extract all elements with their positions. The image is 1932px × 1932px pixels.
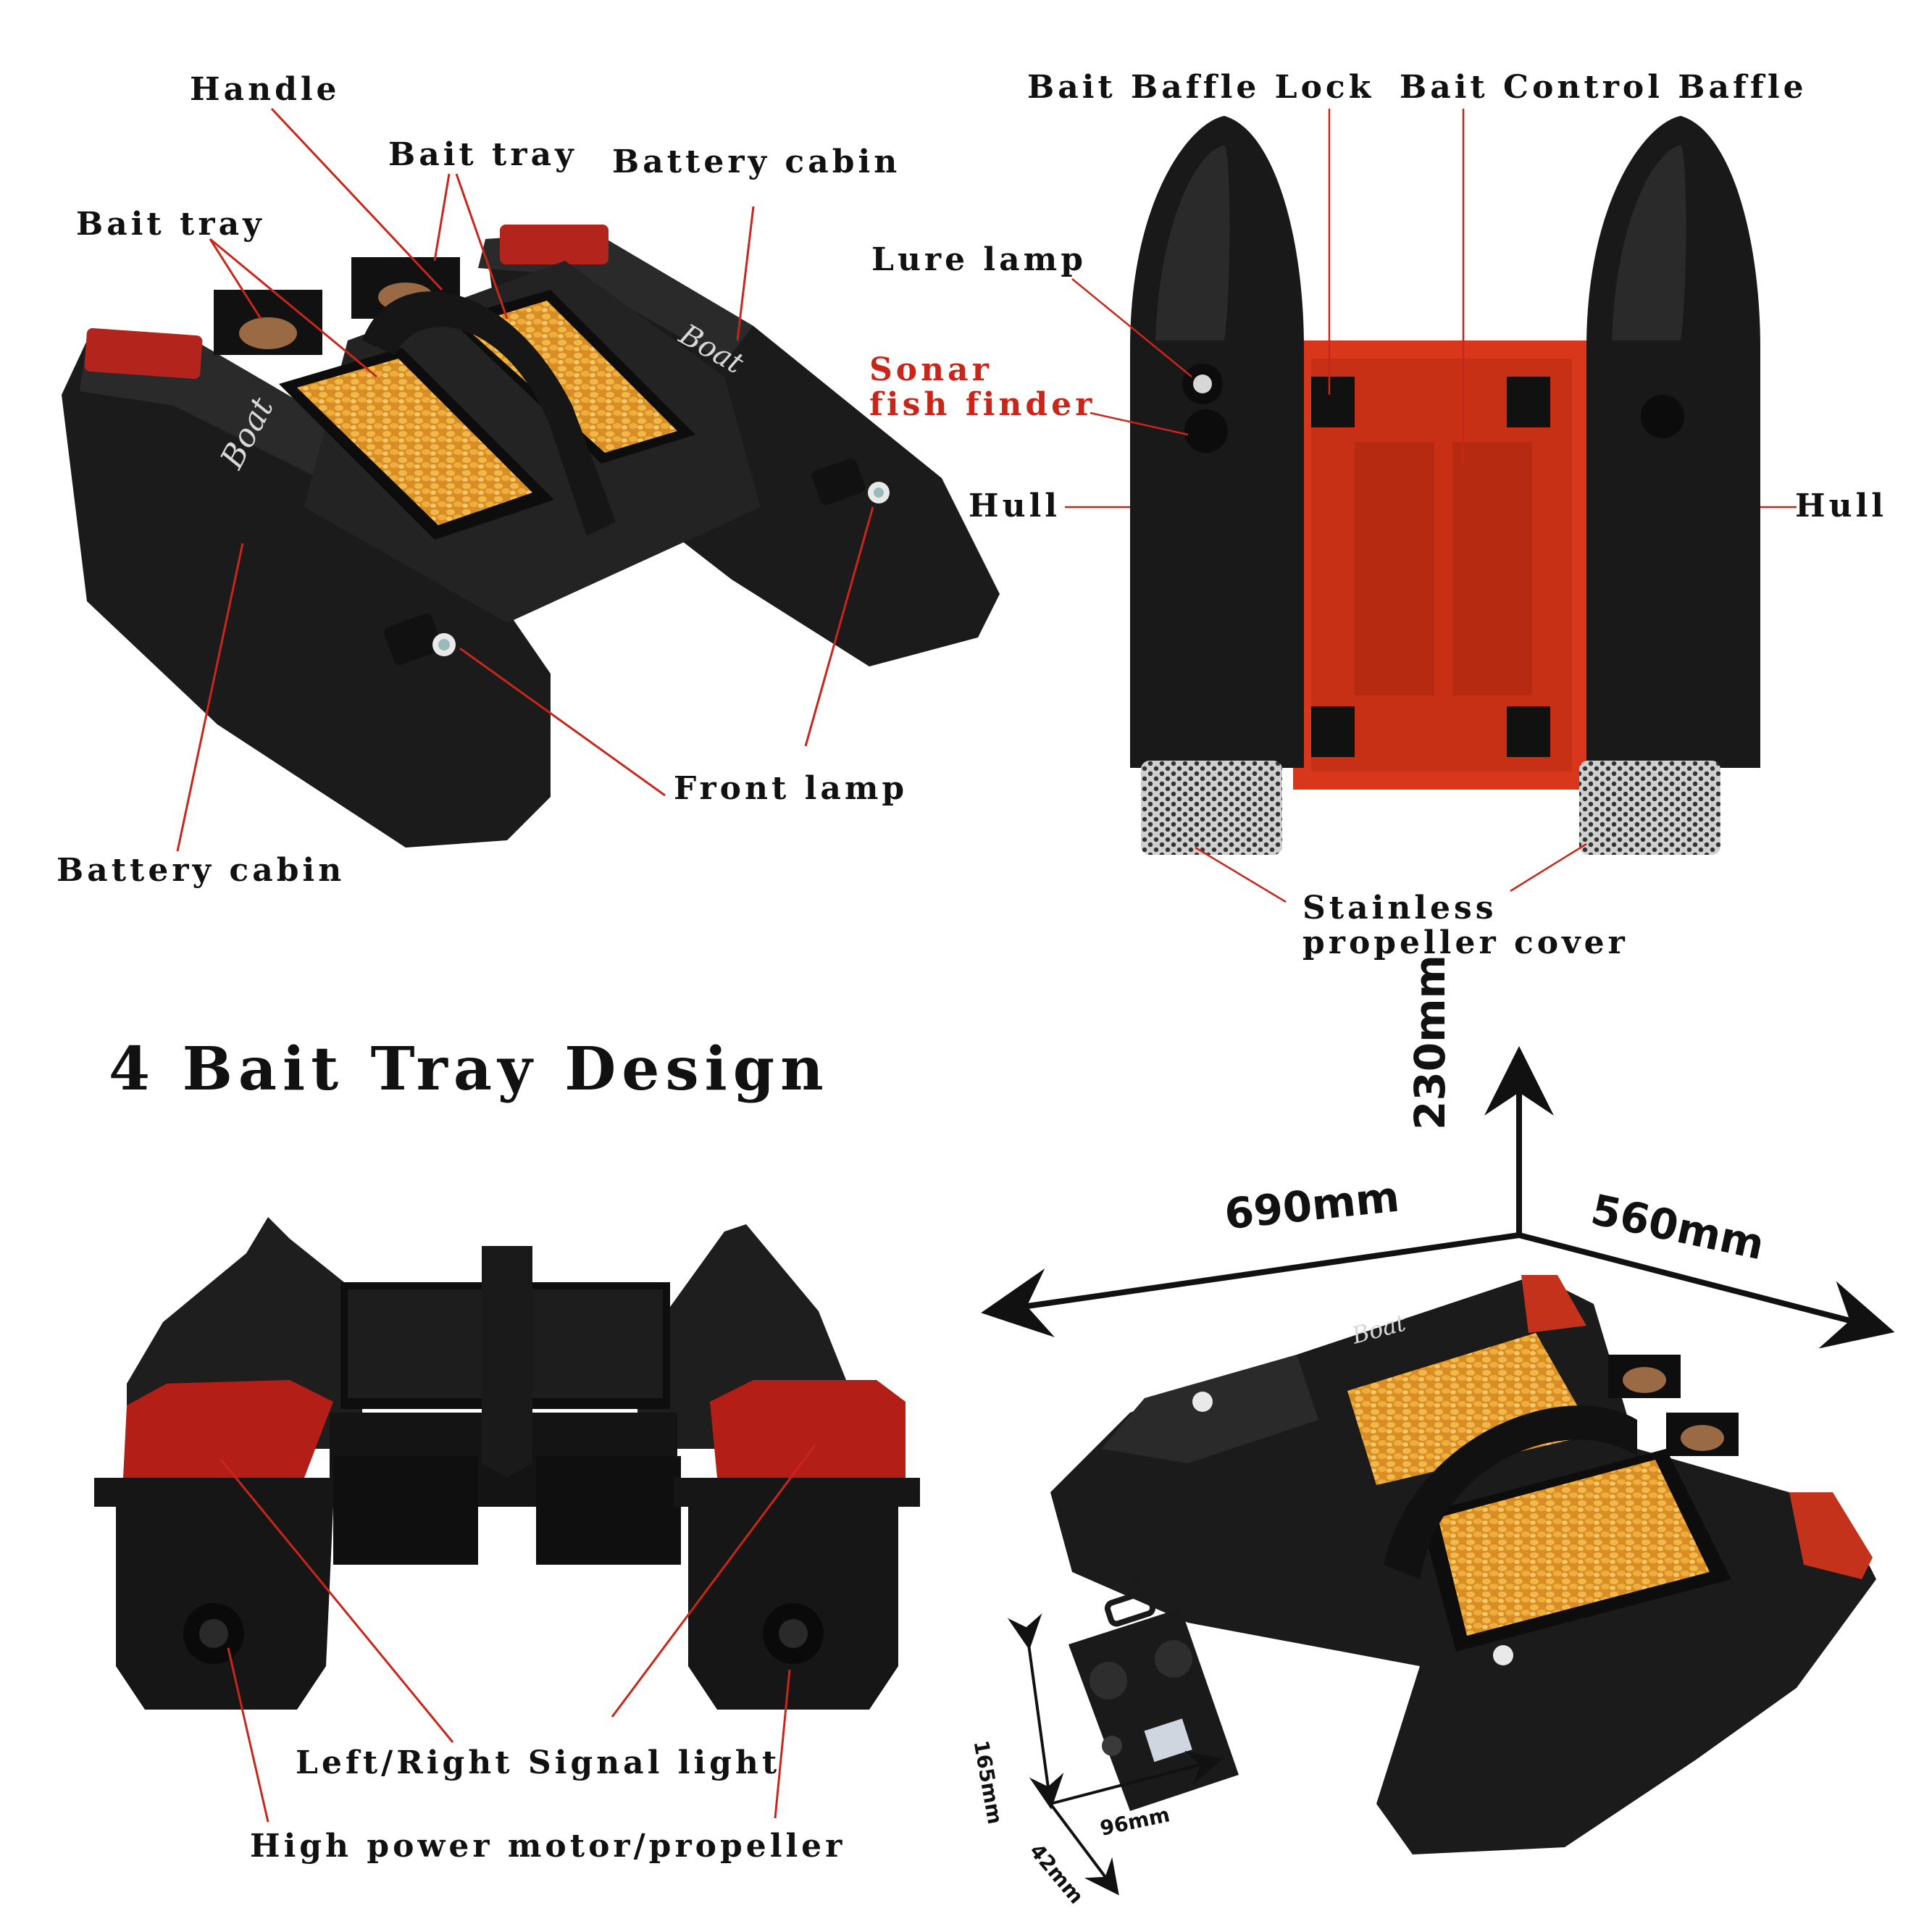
label-handle: Handle	[190, 71, 340, 108]
label-sonar-line1: Sonar	[869, 351, 992, 388]
label-stainless-line2: propeller cover	[1302, 924, 1628, 961]
bottom-left-leader-lines	[219, 1444, 816, 1823]
top-right-leader-lines	[1065, 109, 1797, 903]
top-right-boat	[1130, 116, 1760, 855]
bottom-right-boat: Boat	[1050, 1275, 1876, 1854]
label-sonar-line2: fish finder	[869, 386, 1096, 423]
heading-4-bait-tray: 4 Bait Tray Design	[109, 1034, 829, 1104]
top-left-leader-lines	[176, 107, 874, 852]
label-hull-left: Hull	[969, 488, 1061, 524]
label-battery-cabin-top: Battery cabin	[612, 143, 901, 180]
label-lure-lamp: Lure lamp	[871, 241, 1087, 278]
label-battery-cabin-bottom: Battery cabin	[57, 852, 346, 889]
label-signal-light: Left/Right Signal light	[296, 1744, 781, 1781]
label-bait-tray-left: Bait tray	[76, 206, 265, 243]
label-bait-baffle-lock: Bait Baffle Lock	[1027, 69, 1375, 106]
label-motor: High power motor/propeller	[250, 1828, 846, 1865]
label-hull-right: Hull	[1795, 488, 1887, 524]
label-bait-control-baffle: Bait Control Baffle	[1400, 69, 1807, 106]
dimension-axes	[981, 1046, 1895, 1349]
dim-height: 230mm	[1405, 955, 1455, 1130]
remote-dimension-lines	[1007, 1613, 1223, 1896]
label-front-lamp: Front lamp	[674, 770, 908, 807]
label-bait-tray-top: Bait tray	[388, 136, 577, 173]
top-left-boat: Boat Boat	[62, 225, 1000, 848]
bottom-left-boat	[94, 1217, 920, 1710]
label-stainless-line1: Stainless	[1302, 890, 1497, 927]
